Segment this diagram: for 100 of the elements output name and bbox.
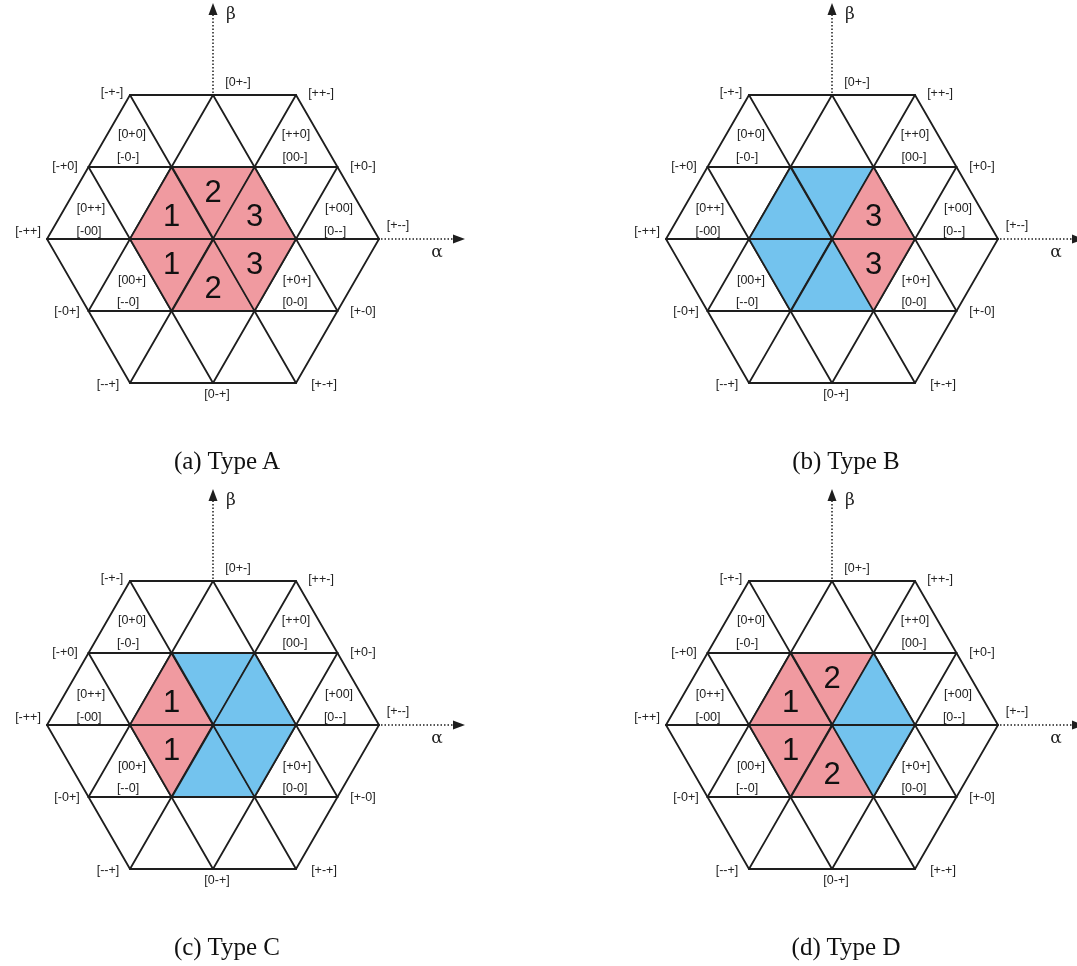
switching-state-label: [+-+] [311,863,337,877]
switching-state-label: [++-] [308,572,334,586]
sector-number: 1 [162,733,181,765]
switching-state-label: [+-0] [969,790,995,804]
axis-label: α [1050,728,1062,746]
switching-state-label: [++-] [927,86,953,100]
switching-state-label: [-+-] [100,571,124,585]
switching-state-label: [+0-] [350,159,376,173]
switching-state-label: [-+0] [671,159,697,173]
switching-state-label: [-0-] [116,150,140,164]
axis-label: β [845,4,855,22]
switching-state-label: [-+0] [52,159,78,173]
switching-state-label: [-00] [695,710,721,724]
switching-state-label: [-+0] [52,645,78,659]
switching-state-label: [0-0] [901,781,927,795]
switching-state-label: [+-+] [311,377,337,391]
switching-state-label: [-++] [634,224,660,238]
switching-state-label: [+0+] [282,273,312,287]
switching-state-label: [0-+] [823,387,849,401]
switching-state-label: [--+] [96,863,120,877]
switching-state-label: [-0+] [673,790,699,804]
switching-state-label: [0+-] [225,75,251,89]
switching-state-label: [-00] [695,224,721,238]
switching-state-label: [0--] [323,710,347,724]
subfigure-caption: (c) Type C [173,933,281,959]
switching-state-label: [0+-] [844,561,870,575]
switching-state-label: [-0-] [735,636,759,650]
switching-state-label: [+00] [324,687,354,701]
switching-state-label: [+00] [324,201,354,215]
switching-state-label: [-++] [15,710,41,724]
switching-state-label: [00-] [282,636,308,650]
sector-number: 2 [823,661,841,693]
switching-state-label: [+00] [943,687,973,701]
switching-state-label: [+-0] [350,790,376,804]
switching-state-label: [0--] [323,224,347,238]
sector-number: 2 [204,271,222,303]
switching-state-label: [00-] [901,636,927,650]
switching-state-label: [0+0] [117,613,147,627]
switching-state-label: [+-0] [969,304,995,318]
switching-state-label: [0-0] [901,295,927,309]
switching-state-label: [0++] [695,687,725,701]
switching-state-label: [+-+] [930,863,956,877]
switching-state-label: [+0-] [969,645,995,659]
subfigure-caption: (a) Type A [173,447,281,473]
switching-state-label: [0+0] [736,613,766,627]
switching-state-label: [0+-] [844,75,870,89]
switching-state-label: [+00] [943,201,973,215]
switching-state-label: [0++] [695,201,725,215]
switching-state-label: [+0-] [969,159,995,173]
sector-number: 1 [781,733,800,765]
switching-state-label: [++-] [927,572,953,586]
switching-state-label: [-0+] [54,304,80,318]
axis-label: β [226,4,236,22]
sector-number: 2 [204,175,222,207]
switching-state-label: [+-0] [350,304,376,318]
switching-state-label: [+--] [1005,704,1029,718]
switching-state-label: [0-0] [282,781,308,795]
switching-state-label: [+0-] [350,645,376,659]
switching-state-label: [-0+] [54,790,80,804]
switching-state-label: [-++] [15,224,41,238]
switching-state-label: [0-+] [823,873,849,887]
switching-state-label: [0-+] [204,873,230,887]
switching-state-label: [-+0] [671,645,697,659]
sector-number: 1 [162,247,181,279]
switching-state-label: [-0-] [735,150,759,164]
switching-state-label: [0++] [76,687,106,701]
switching-state-label: [+-+] [930,377,956,391]
switching-state-label: [--+] [715,863,739,877]
switching-state-label: [-0+] [673,304,699,318]
axis-label: β [845,490,855,508]
switching-state-label: [+0+] [901,759,931,773]
switching-state-label: [-+-] [719,571,743,585]
axis-label: β [226,490,236,508]
switching-state-label: [+--] [386,704,410,718]
switching-state-label: [+0+] [282,759,312,773]
switching-state-label: [-++] [634,710,660,724]
switching-state-label: [--+] [96,377,120,391]
sector-number: 3 [864,199,883,231]
sector-number: 3 [245,247,264,279]
switching-state-label: [0-0] [282,295,308,309]
switching-state-label: [0-+] [204,387,230,401]
sector-number: 1 [781,685,800,717]
switching-state-label: [++0] [900,613,930,627]
switching-state-label: [00-] [282,150,308,164]
switching-state-label: [--0] [735,781,759,795]
switching-state-label: [--0] [735,295,759,309]
switching-state-label: [--0] [116,295,140,309]
switching-state-label: [++0] [281,613,311,627]
switching-state-label: [++0] [281,127,311,141]
subfigure-caption: (d) Type D [791,933,901,959]
sector-number: 3 [245,199,264,231]
switching-state-label: [-+-] [100,85,124,99]
switching-state-label: [++-] [308,86,334,100]
switching-state-label: [+--] [386,218,410,232]
axis-label: α [1050,242,1062,260]
switching-state-label: [0+0] [736,127,766,141]
switching-state-label: [++0] [900,127,930,141]
switching-state-label: [00+] [736,273,766,287]
sector-number: 1 [162,199,181,231]
switching-state-label: [00+] [736,759,766,773]
